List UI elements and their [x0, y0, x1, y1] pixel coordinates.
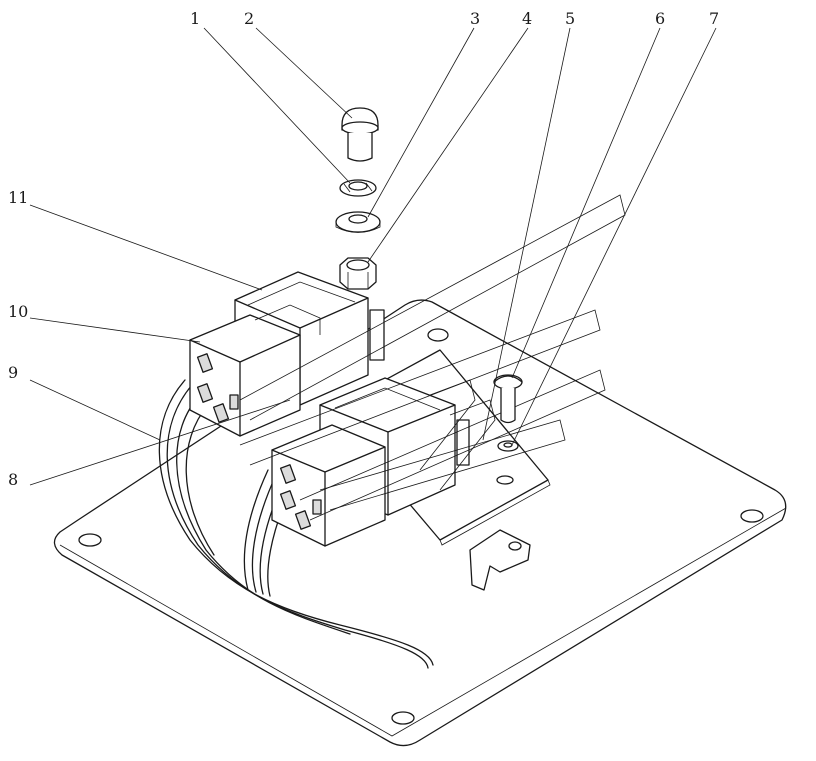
plate-hole-left: [78, 533, 102, 547]
base-plate: [53, 299, 787, 747]
leader-lines: [29, 27, 717, 486]
plate-hole-top: [427, 328, 449, 342]
cable-clip: [469, 529, 531, 591]
callout-8: 8: [8, 470, 18, 489]
small-washer: [497, 440, 519, 452]
callouts: 1 2 3 4 5 6 7 8 9 10 11: [8, 9, 719, 489]
lock-washer: [339, 179, 377, 197]
callout-6: 6: [655, 9, 665, 28]
callout-1: 1: [190, 9, 200, 28]
bolt: [493, 374, 523, 424]
phantom-outlines: [239, 194, 626, 521]
callout-5: 5: [565, 9, 575, 28]
wiring-harness: [158, 379, 434, 669]
plate-hole-right: [740, 509, 764, 523]
plate-hole-bottom: [391, 711, 415, 725]
flat-washer: [335, 211, 381, 233]
callout-11: 11: [8, 188, 28, 207]
screw-round-head: [341, 107, 379, 162]
callout-3: 3: [470, 9, 480, 28]
relay-socket-front: [271, 424, 386, 547]
callout-2: 2: [244, 9, 254, 28]
callout-9: 9: [8, 363, 18, 382]
callout-4: 4: [522, 9, 532, 28]
hex-nut: [339, 257, 377, 290]
callout-7: 7: [709, 9, 719, 28]
callout-10: 10: [8, 302, 28, 321]
